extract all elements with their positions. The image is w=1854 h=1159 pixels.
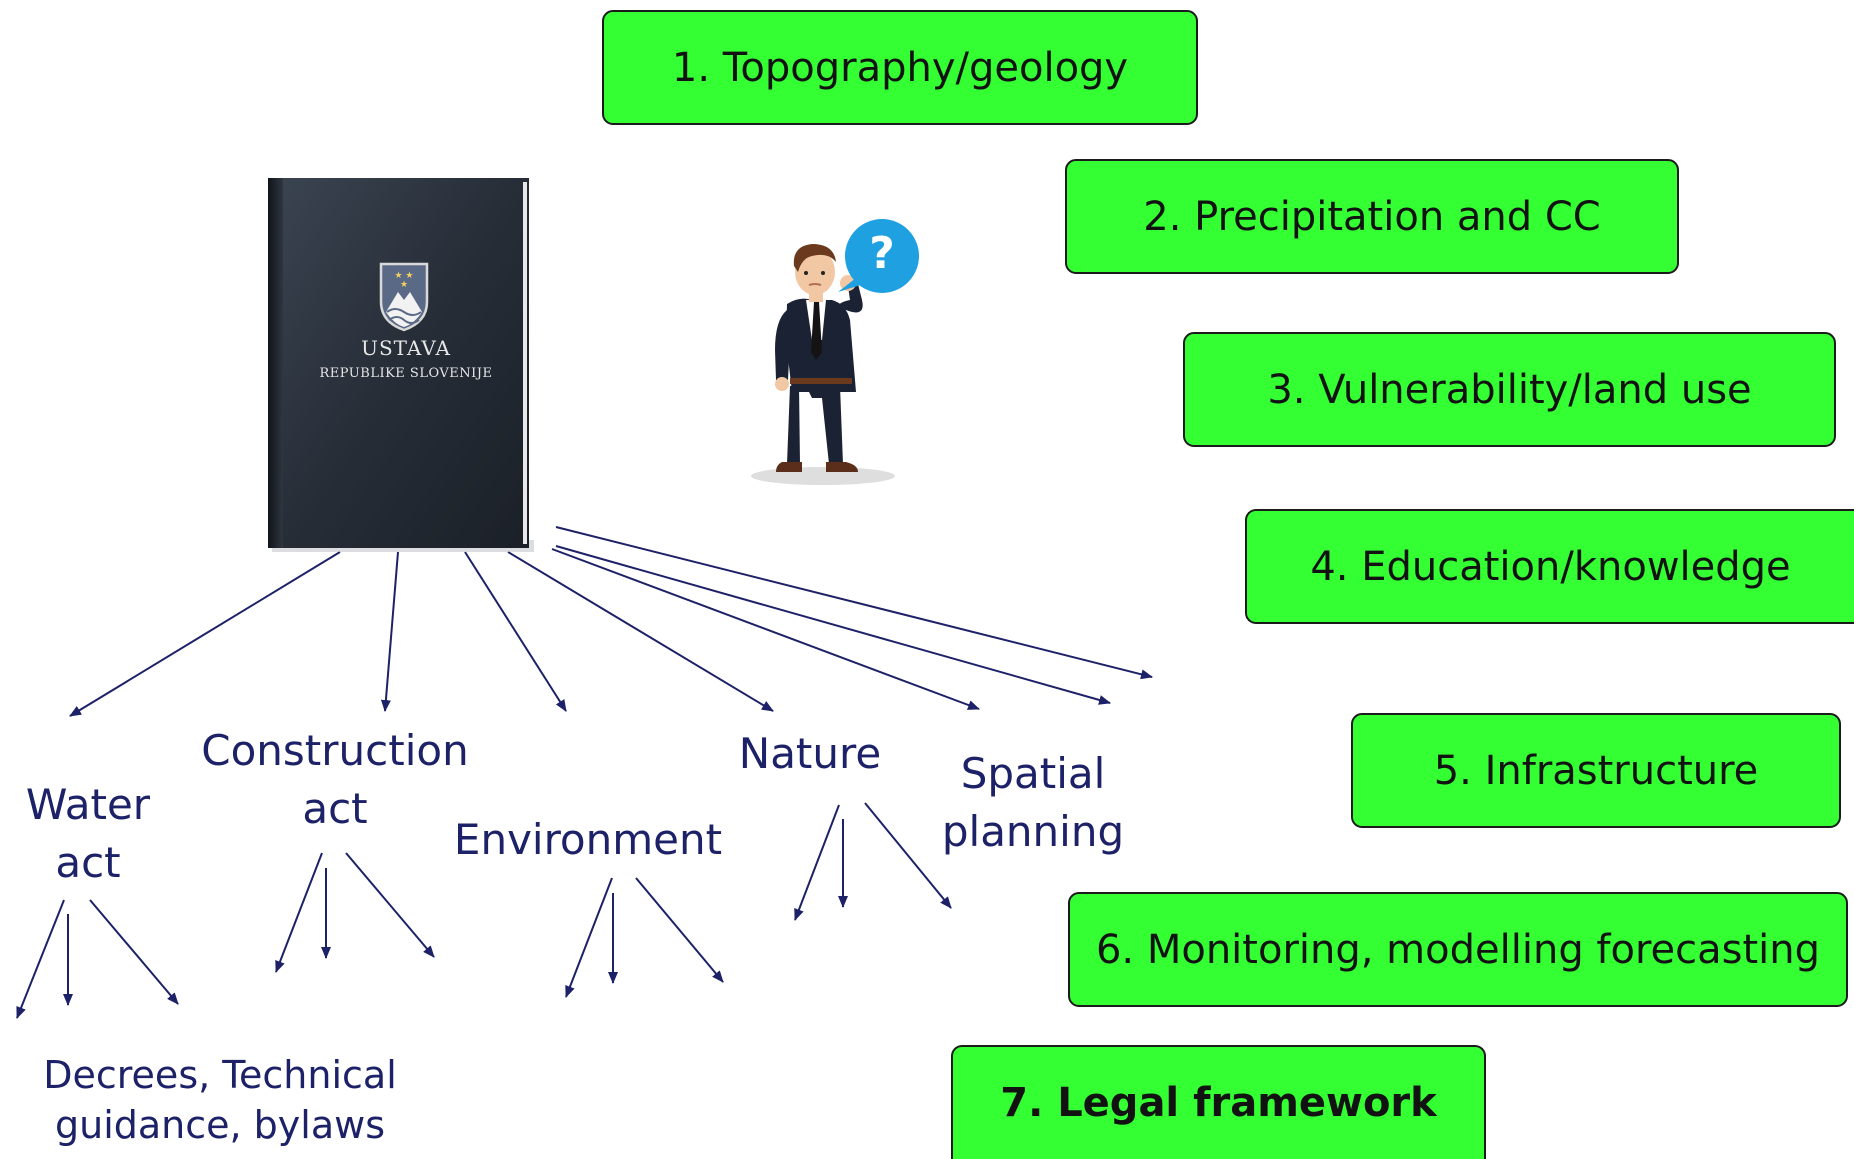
factor-label: 2. Precipitation and CC	[1143, 193, 1601, 240]
label-line: Nature	[738, 729, 882, 778]
label-line: Construction	[201, 726, 469, 775]
label-line: act	[55, 838, 121, 887]
label-line: act	[302, 784, 368, 833]
arrow-water-sub-1	[16, 899, 65, 1019]
factor-box-vulnerability: 3. Vulnerability/land use	[1183, 332, 1836, 447]
label-line: planning	[941, 807, 1125, 856]
book-title: USTAVA	[361, 336, 451, 360]
arrow-book-to-construction-act	[380, 551, 399, 712]
label-line: Water	[25, 780, 151, 829]
arrow-water-sub-3	[89, 899, 179, 1005]
label-line: guidance, bylaws	[54, 1103, 385, 1147]
arrow-book-to-factor-b	[555, 526, 1153, 680]
label-environment: Environment	[448, 811, 728, 869]
label-construction-act: Construction act	[192, 722, 478, 838]
label-line: Spatial	[960, 749, 1106, 798]
arrow-nature-sub-1	[794, 804, 840, 921]
label-nature: Nature	[720, 725, 900, 783]
factor-box-education: 4. Education/knowledge	[1245, 509, 1854, 624]
label-line: Decrees, Technical	[43, 1053, 397, 1097]
factor-box-precipitation: 2. Precipitation and CC	[1065, 159, 1679, 274]
factor-label: 6. Monitoring, modelling forecasting	[1095, 926, 1821, 973]
factor-box-monitoring: 6. Monitoring, modelling forecasting	[1068, 892, 1848, 1007]
factor-box-legal-framework: 7. Legal framework	[951, 1045, 1486, 1159]
arrow-book-to-environment	[464, 551, 567, 712]
factor-box-infrastructure: 5. Infrastructure	[1351, 713, 1841, 828]
label-line: Environment	[453, 815, 723, 864]
question-mark: ?	[869, 228, 895, 279]
arrow-nature-sub-3	[864, 802, 952, 909]
arrow-book-to-spatial-planning	[551, 548, 980, 710]
factor-label: 1. Topography/geology	[671, 44, 1129, 91]
arrow-environment-sub-1	[565, 877, 613, 998]
arrow-environment-sub-3	[635, 877, 724, 983]
factor-label: 4. Education/knowledge	[1310, 543, 1791, 590]
arrow-book-to-factor-a	[555, 545, 1111, 705]
factor-box-topography: 1. Topography/geology	[602, 10, 1198, 125]
arrow-book-to-water-act	[69, 551, 341, 717]
factor-label: 3. Vulnerability/land use	[1267, 366, 1752, 413]
factor-label: 7. Legal framework	[1000, 1080, 1437, 1126]
label-spatial-planning: Spatial planning	[923, 745, 1143, 861]
arrow-construction-sub-1	[275, 852, 323, 973]
book-subtitle: REPUBLIKE SLOVENIJE	[319, 366, 493, 381]
arrow-book-to-nature	[507, 551, 774, 712]
label-water-act: Water act	[0, 776, 176, 892]
factor-label: 5. Infrastructure	[1433, 747, 1759, 794]
label-sub-regulations: Decrees, Technical guidance, bylaws	[20, 1050, 420, 1150]
arrow-construction-sub-3	[345, 852, 435, 958]
